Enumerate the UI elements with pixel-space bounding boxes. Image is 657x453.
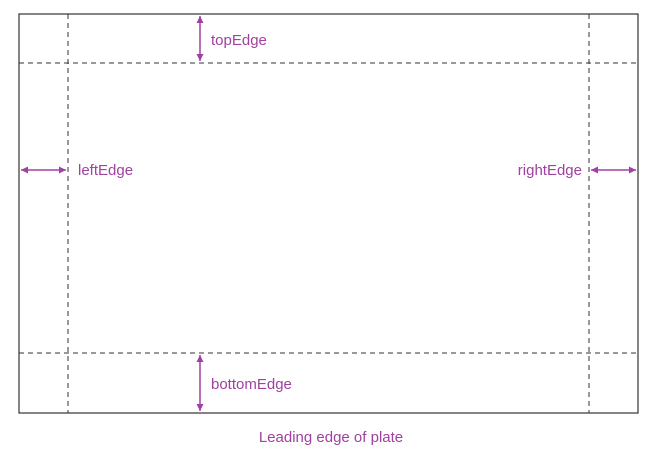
left-edge-label: leftEdge [78,162,133,179]
top-edge-label: topEdge [211,32,267,49]
plate-outline [18,13,639,414]
plate-caption: Leading edge of plate [259,429,403,446]
right-edge-label: rightEdge [518,162,582,179]
bottom-edge-label: bottomEdge [211,376,292,393]
